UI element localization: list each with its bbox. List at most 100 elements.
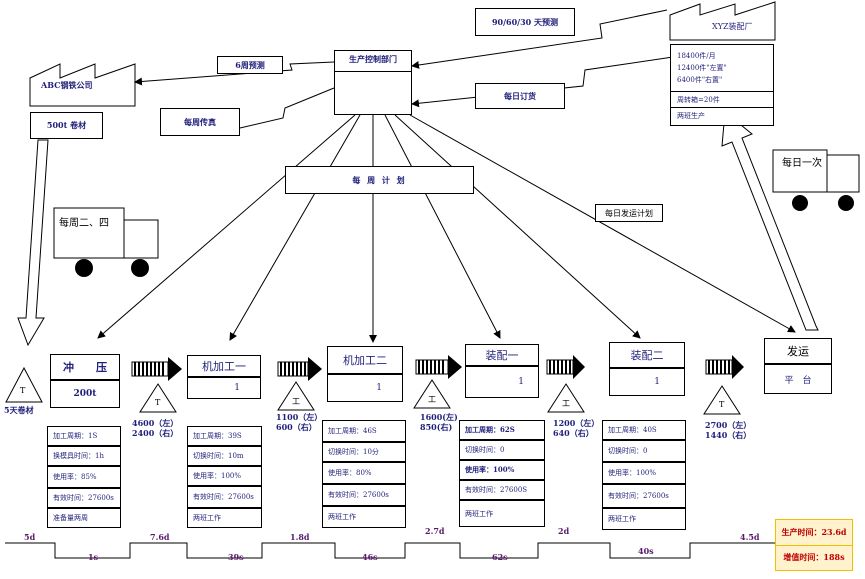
process-data-cell: 切换时间：0 <box>602 440 686 462</box>
inventory-tri-label: T <box>20 386 26 395</box>
divider <box>335 71 411 72</box>
inbound-truck-wheel <box>131 259 149 277</box>
process-operators: 1 <box>327 374 403 402</box>
process-operators: 1 <box>187 377 261 399</box>
inbound-shipment-arrow <box>17 139 49 347</box>
inventory-triangle-icon <box>703 385 741 415</box>
process-data-cell: 切换时间：10m <box>187 446 262 466</box>
customer-info-box: 18400件/月 12400件"左置" 6400件"右置" 周转箱=20件 两班… <box>670 44 774 126</box>
process-data-cell: 使用率：100% <box>602 462 686 484</box>
process-data-cell: 加工周期：46S <box>322 420 406 442</box>
customer-demand-left: 12400件"左置" <box>677 64 727 72</box>
inventory-triangle-icon <box>277 381 315 411</box>
inventory-4: 1200（左） 640（右） <box>553 418 600 438</box>
process-title: 机加工二 <box>327 346 403 374</box>
outbound-truck-wheel <box>838 195 854 211</box>
inbound-truck-label: 每周二、四 <box>59 218 109 229</box>
process-data-cell: 切换时间：0 <box>459 440 545 460</box>
supplier-info-box: 500t 卷材 <box>30 112 103 139</box>
timeline-day: 2.7d <box>425 526 445 536</box>
schedule-arrow-6 <box>409 114 796 333</box>
customer-shifts: 两班生产 <box>677 112 705 120</box>
supplier-factory-icon <box>29 63 136 107</box>
weekly-plan-box: 每 周 计 划 <box>285 166 474 194</box>
schedule-arrow-5 <box>394 114 641 339</box>
process-data-cell: 使用率：100% <box>187 466 262 486</box>
process-data-cell: 换模具时间：1h <box>47 446 121 466</box>
outbound-shipment-arrow <box>721 111 819 331</box>
process-title: 装配二 <box>609 342 685 368</box>
forecast-90-box: 90/60/30 天预测 <box>475 8 575 36</box>
process-data-cell: 切换时间：10分 <box>322 442 406 462</box>
schedule-arrow-4 <box>384 114 501 339</box>
timeline-day: 1.8d <box>290 532 310 542</box>
process-title: 机加工一 <box>187 355 261 377</box>
forecast-90-line <box>411 9 668 69</box>
inventory-raw: 5天卷材 <box>4 405 34 415</box>
process-data-cell: 使用率：100% <box>459 460 545 480</box>
weekly-fax-box: 每周传真 <box>160 108 240 136</box>
timeline-second: 46s <box>362 552 378 562</box>
outbound-truck-wheel <box>792 195 808 211</box>
timeline-day: 7.6d <box>150 532 170 542</box>
push-arrow-icon <box>546 355 585 379</box>
inventory-5: 2700（左） 1440（右） <box>705 420 752 440</box>
timeline-second: 1s <box>88 552 99 562</box>
push-arrow-icon <box>131 357 182 381</box>
process-title: 冲 压 <box>50 354 120 380</box>
divider <box>776 545 852 546</box>
process-data-cell: 使用率：80% <box>322 462 406 484</box>
outbound-truck-cab <box>826 154 860 193</box>
shipping-title: 发运 <box>764 338 832 364</box>
customer-container-size: 周转箱=20件 <box>677 96 720 104</box>
process-data-cell: 加工周期：39S <box>187 426 262 446</box>
timeline-day: 5d <box>24 532 36 542</box>
process-title: 装配一 <box>465 344 539 366</box>
schedule-arrow-2 <box>229 114 361 341</box>
customer-demand-total: 18400件/月 <box>677 52 716 60</box>
inbound-truck-cab <box>123 219 159 259</box>
process-data-cell: 准备量两周 <box>47 508 121 528</box>
process-data-cell: 两班工作 <box>322 506 406 528</box>
process-data-cell: 加工周期：62S <box>459 420 545 440</box>
customer-name: XYZ装配厂 <box>712 22 753 31</box>
outbound-truck-label: 每日一次 <box>782 158 822 169</box>
inventory-triangle-icon <box>413 379 451 409</box>
push-arrow-icon <box>705 355 744 379</box>
push-arrow-icon <box>415 355 462 379</box>
production-control-title: 生产控制部门 <box>349 54 397 64</box>
weekly-fax-line <box>239 87 335 129</box>
timeline-line <box>5 542 775 559</box>
push-arrow-icon <box>277 357 322 381</box>
daily-order-box: 每日订货 <box>475 83 565 109</box>
inventory-triangle-icon <box>139 383 177 413</box>
supplier-name: ABC钢铁公司 <box>41 80 93 90</box>
process-data-cell: 有效时间：27600s <box>602 484 686 508</box>
lead-time: 生产时间：23.6d <box>781 527 847 537</box>
customer-factory-icon <box>669 1 776 41</box>
timeline-day: 4.5d <box>740 532 760 542</box>
inventory-1: 4600（左） 2400（右） <box>132 418 179 438</box>
production-control-box: 生产控制部门 <box>334 50 412 115</box>
inventory-tri-label: 工 <box>562 399 570 408</box>
inventory-tri-label: T <box>719 400 725 409</box>
inventory-tri-label: 工 <box>428 395 436 404</box>
inventory-triangle-icon <box>5 366 43 403</box>
schedule-arrow-1 <box>97 114 356 339</box>
timeline-second: 40s <box>638 546 654 556</box>
inbound-truck-body <box>53 207 125 259</box>
process-data-cell: 有效时间：27600s <box>47 488 121 508</box>
inventory-tri-label: T <box>155 398 161 407</box>
timeline-second: 39s <box>228 552 244 562</box>
lead-time-summary: 生产时间：23.6d 增值时间：188s <box>775 519 853 571</box>
process-data-cell: 两班工作 <box>187 508 262 528</box>
forecast-6w-line <box>134 61 335 86</box>
inventory-3: 1600(左) 850(右) <box>420 412 458 432</box>
process-data-cell: 有效时间：27600s <box>187 486 262 508</box>
process-data-cell: 加工周期：40S <box>602 420 686 440</box>
customer-demand-right: 6400件"右置" <box>677 76 723 84</box>
daily-ship-plan-box: 每日发运计划 <box>595 204 663 222</box>
timeline-day: 2d <box>558 526 570 536</box>
process-sub: 200t <box>50 380 120 408</box>
